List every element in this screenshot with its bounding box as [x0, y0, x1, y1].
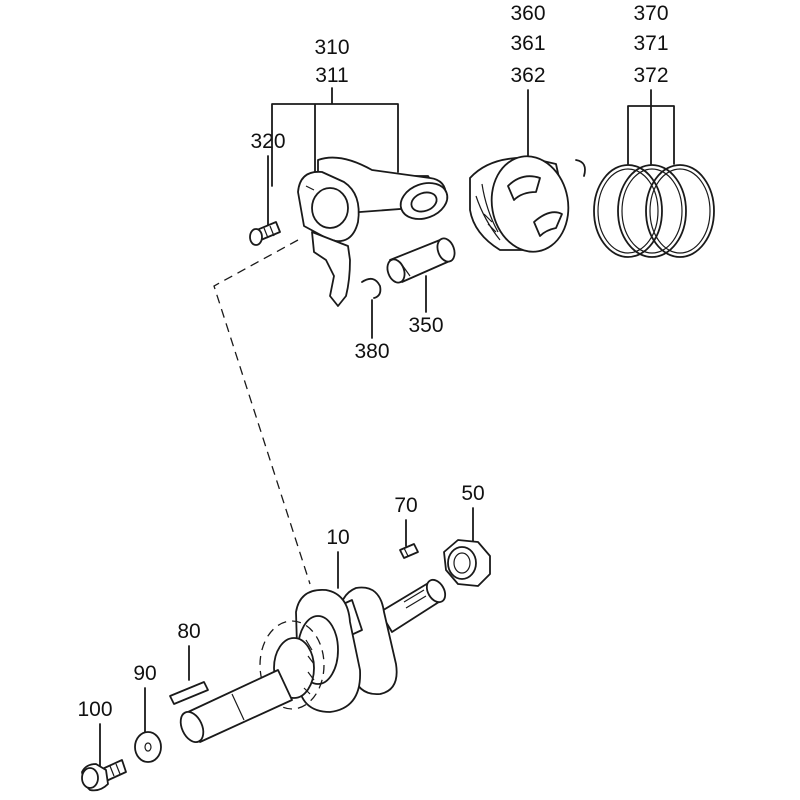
piston-pin-350 [386, 237, 456, 284]
circlip-upper [575, 159, 586, 177]
rod-bolt-320 [249, 221, 281, 246]
label-80: 80 [177, 620, 200, 643]
label-360: 360 [510, 2, 545, 25]
label-90: 90 [133, 662, 156, 685]
label-371: 371 [633, 32, 668, 55]
label-70: 70 [394, 494, 417, 517]
label-311: 311 [315, 64, 348, 87]
washer-90 [134, 731, 162, 763]
label-320: 320 [250, 130, 285, 153]
label-370: 370 [633, 2, 668, 25]
pin-80 [169, 681, 209, 705]
label-310: 310 [314, 36, 349, 59]
piston-360 [469, 155, 570, 253]
nut-50 [443, 539, 491, 587]
key-70 [399, 543, 419, 559]
leader-lines [99, 87, 675, 767]
assembly-dashed-line [213, 239, 311, 585]
bolt-100 [81, 759, 127, 792]
label-10: 10 [326, 526, 349, 549]
crankshaft-10 [179, 578, 447, 744]
label-50: 50 [461, 482, 484, 505]
circlip-380 [361, 277, 382, 299]
piston-rings-370 [593, 164, 715, 258]
label-350: 350 [408, 314, 443, 337]
label-372: 372 [633, 64, 668, 87]
label-362: 362 [510, 64, 545, 87]
label-100: 100 [77, 698, 112, 721]
label-361: 361 [510, 32, 545, 55]
connecting-rod-310 [297, 156, 449, 307]
label-380: 380 [354, 340, 389, 363]
